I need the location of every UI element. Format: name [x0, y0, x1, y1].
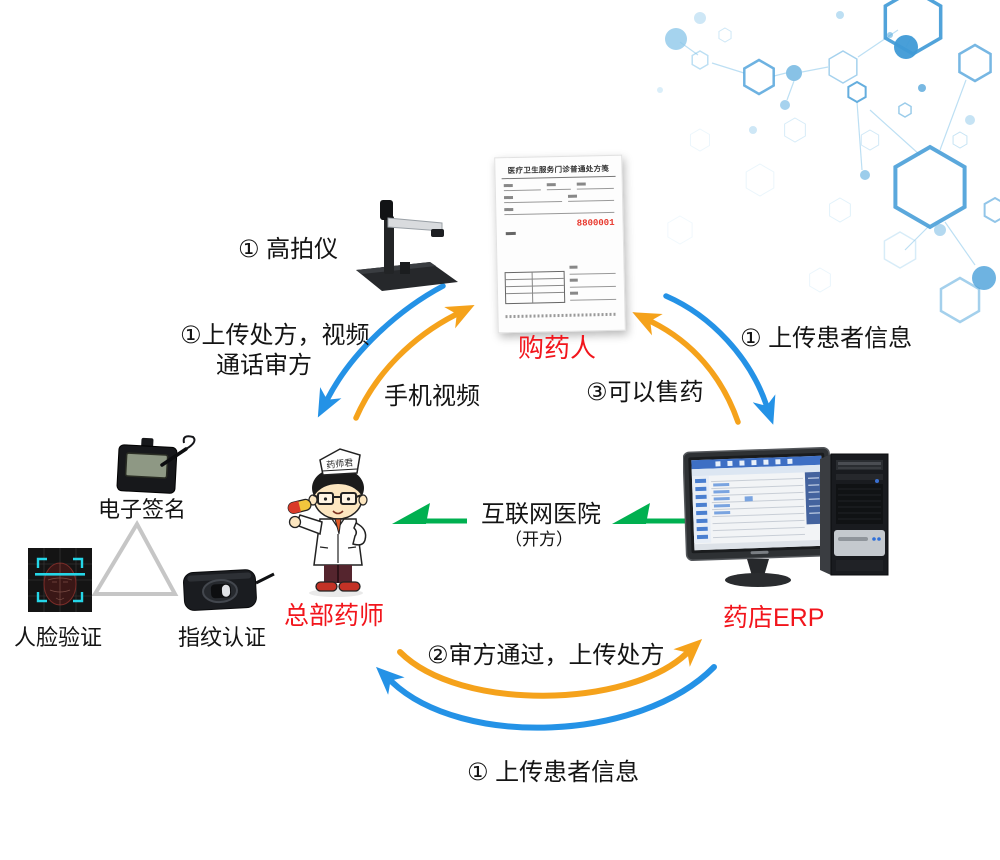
arrow-upload-patient-bottom-blue: [375, 664, 717, 731]
label-buyer: 购药人: [518, 333, 597, 363]
prescription-rp-mark: [505, 231, 516, 236]
erp-tower: [820, 453, 889, 576]
prescription-footer-table: [504, 270, 566, 305]
prescription-field-row: [503, 181, 614, 192]
erp-monitor: [683, 447, 834, 562]
pharmacist-illustration: 药师君: [287, 448, 368, 597]
desktop-computer-illustration: [683, 447, 889, 587]
prescription-fine-print: [505, 312, 618, 319]
document-camera-icon: [356, 200, 458, 291]
label-pharmacy-erp: 药店ERP: [723, 604, 825, 632]
face-scan-icon: [28, 548, 92, 612]
prescription-serial-number: 8800001: [576, 217, 615, 229]
prescription-title: 医疗卫生服务门诊普通处方笺: [501, 162, 616, 180]
label-review-passed: ②审方通过，上传处方: [427, 642, 665, 669]
label-upload-patient-bottom: ① 上传患者信息: [467, 759, 640, 786]
arrow-erp-to-hospital-green: [612, 503, 686, 524]
prescription-document: 医疗卫生服务门诊普通处方笺 8800001: [494, 154, 626, 334]
arrow-hospital-to-pharmacist-green: [392, 503, 467, 524]
label-fingerprint-auth: 指纹认证: [178, 625, 267, 650]
label-upload-patient-top: ① 上传患者信息: [740, 325, 913, 352]
label-face-verification: 人脸验证: [14, 625, 103, 650]
capsule-icon: [287, 498, 312, 514]
prescription-field-row: [503, 193, 615, 204]
pharmacist-hat: 药师君: [319, 448, 361, 476]
fingerprint-reader-icon: [183, 569, 275, 611]
label-internet-hospital-note: （开方）: [505, 530, 573, 549]
prescription-field-row: [504, 205, 615, 216]
label-e-signature: 电子签名: [98, 497, 187, 522]
pharmacist-hat-text: 药师君: [326, 456, 354, 470]
label-doc-camera: ① 高拍仪: [238, 236, 339, 263]
label-can-sell-drugs: ③可以售药: [586, 379, 704, 406]
label-hq-pharmacist: 总部药师: [284, 602, 385, 630]
label-internet-hospital: 互联网医院: [481, 501, 601, 528]
molecule-network-decoration: [657, 0, 1000, 324]
prescription-footer-lines: [569, 261, 617, 301]
signature-pad-icon: [116, 435, 196, 494]
label-upload-rx-line2: 通话审方: [216, 352, 312, 379]
label-phone-video: 手机视频: [384, 383, 480, 410]
auth-triangle: [91, 519, 179, 596]
label-upload-rx-line1: ①上传处方，视频: [180, 322, 370, 349]
